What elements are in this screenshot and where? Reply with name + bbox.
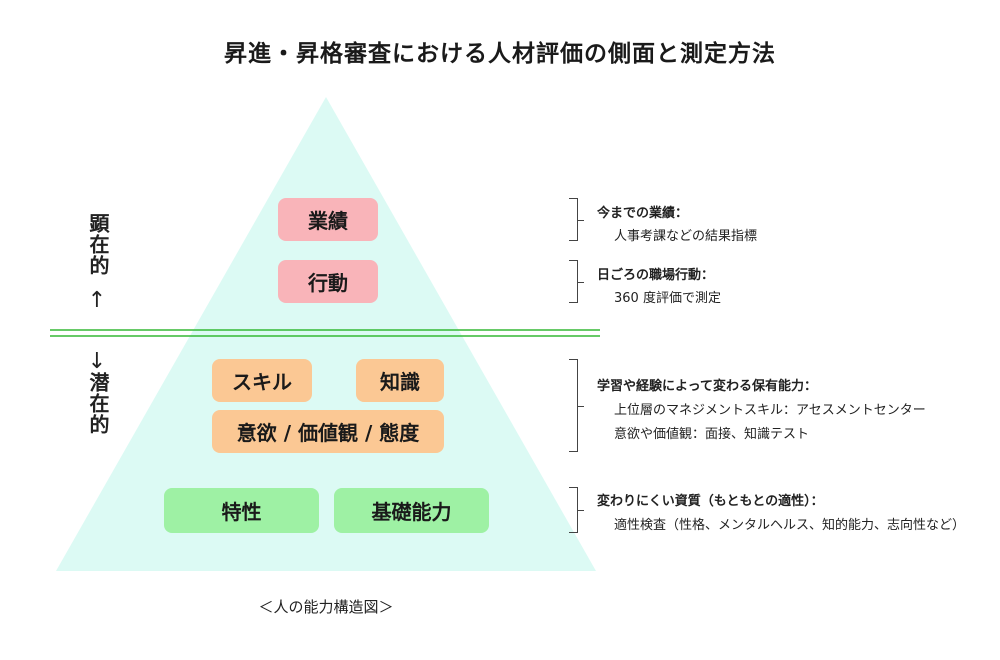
down-arrow-icon: ↓ <box>87 349 107 374</box>
note-aptitude-heading: 変わりにくい資質（もともとの適性）： <box>597 494 824 509</box>
note-abilities-heading: 学習や経験によって変わる保有能力： <box>597 379 817 394</box>
knowledge-box: 知識 <box>356 359 444 402</box>
note-behavior-heading: 日ごろの職場行動： <box>597 268 715 283</box>
note-abilities-line-2: 意欲や価値観：面接、知識テスト <box>614 427 810 442</box>
behavior-box: 行動 <box>278 260 378 303</box>
page-title: 昇進・昇格審査における人材評価の側面と測定方法 <box>224 41 776 67</box>
up-arrow-icon: ↑ <box>87 288 107 313</box>
note-results-line: 人事考課などの結果指標 <box>614 229 758 244</box>
bracket-behavior <box>569 260 584 303</box>
diagram-caption: ＜人の能力構造図＞ <box>258 598 394 616</box>
pyramid-shape <box>56 97 596 571</box>
bracket-aptitude <box>569 487 584 533</box>
bracket-abilities <box>569 359 584 452</box>
results-box: 業績 <box>278 198 378 241</box>
bracket-results <box>569 198 584 241</box>
manifest-label: 顕在的 <box>86 213 110 276</box>
note-results-heading: 今までの業績： <box>597 206 689 221</box>
traits-box: 特性 <box>164 488 319 533</box>
motivation-values-attitude-box: 意欲 / 価値観 / 態度 <box>212 410 444 453</box>
skill-box: スキル <box>212 359 312 402</box>
note-abilities-line-1: 上位層のマネジメントスキル：アセスメントセンター <box>614 403 926 418</box>
basic-ability-box: 基礎能力 <box>334 488 489 533</box>
note-behavior-line: 360 度評価で測定 <box>614 291 721 306</box>
latent-label: 潜在的 <box>86 372 110 435</box>
note-aptitude-line: 適性検査（性格、メンタルヘルス、知的能力、志向性など） <box>614 518 966 533</box>
